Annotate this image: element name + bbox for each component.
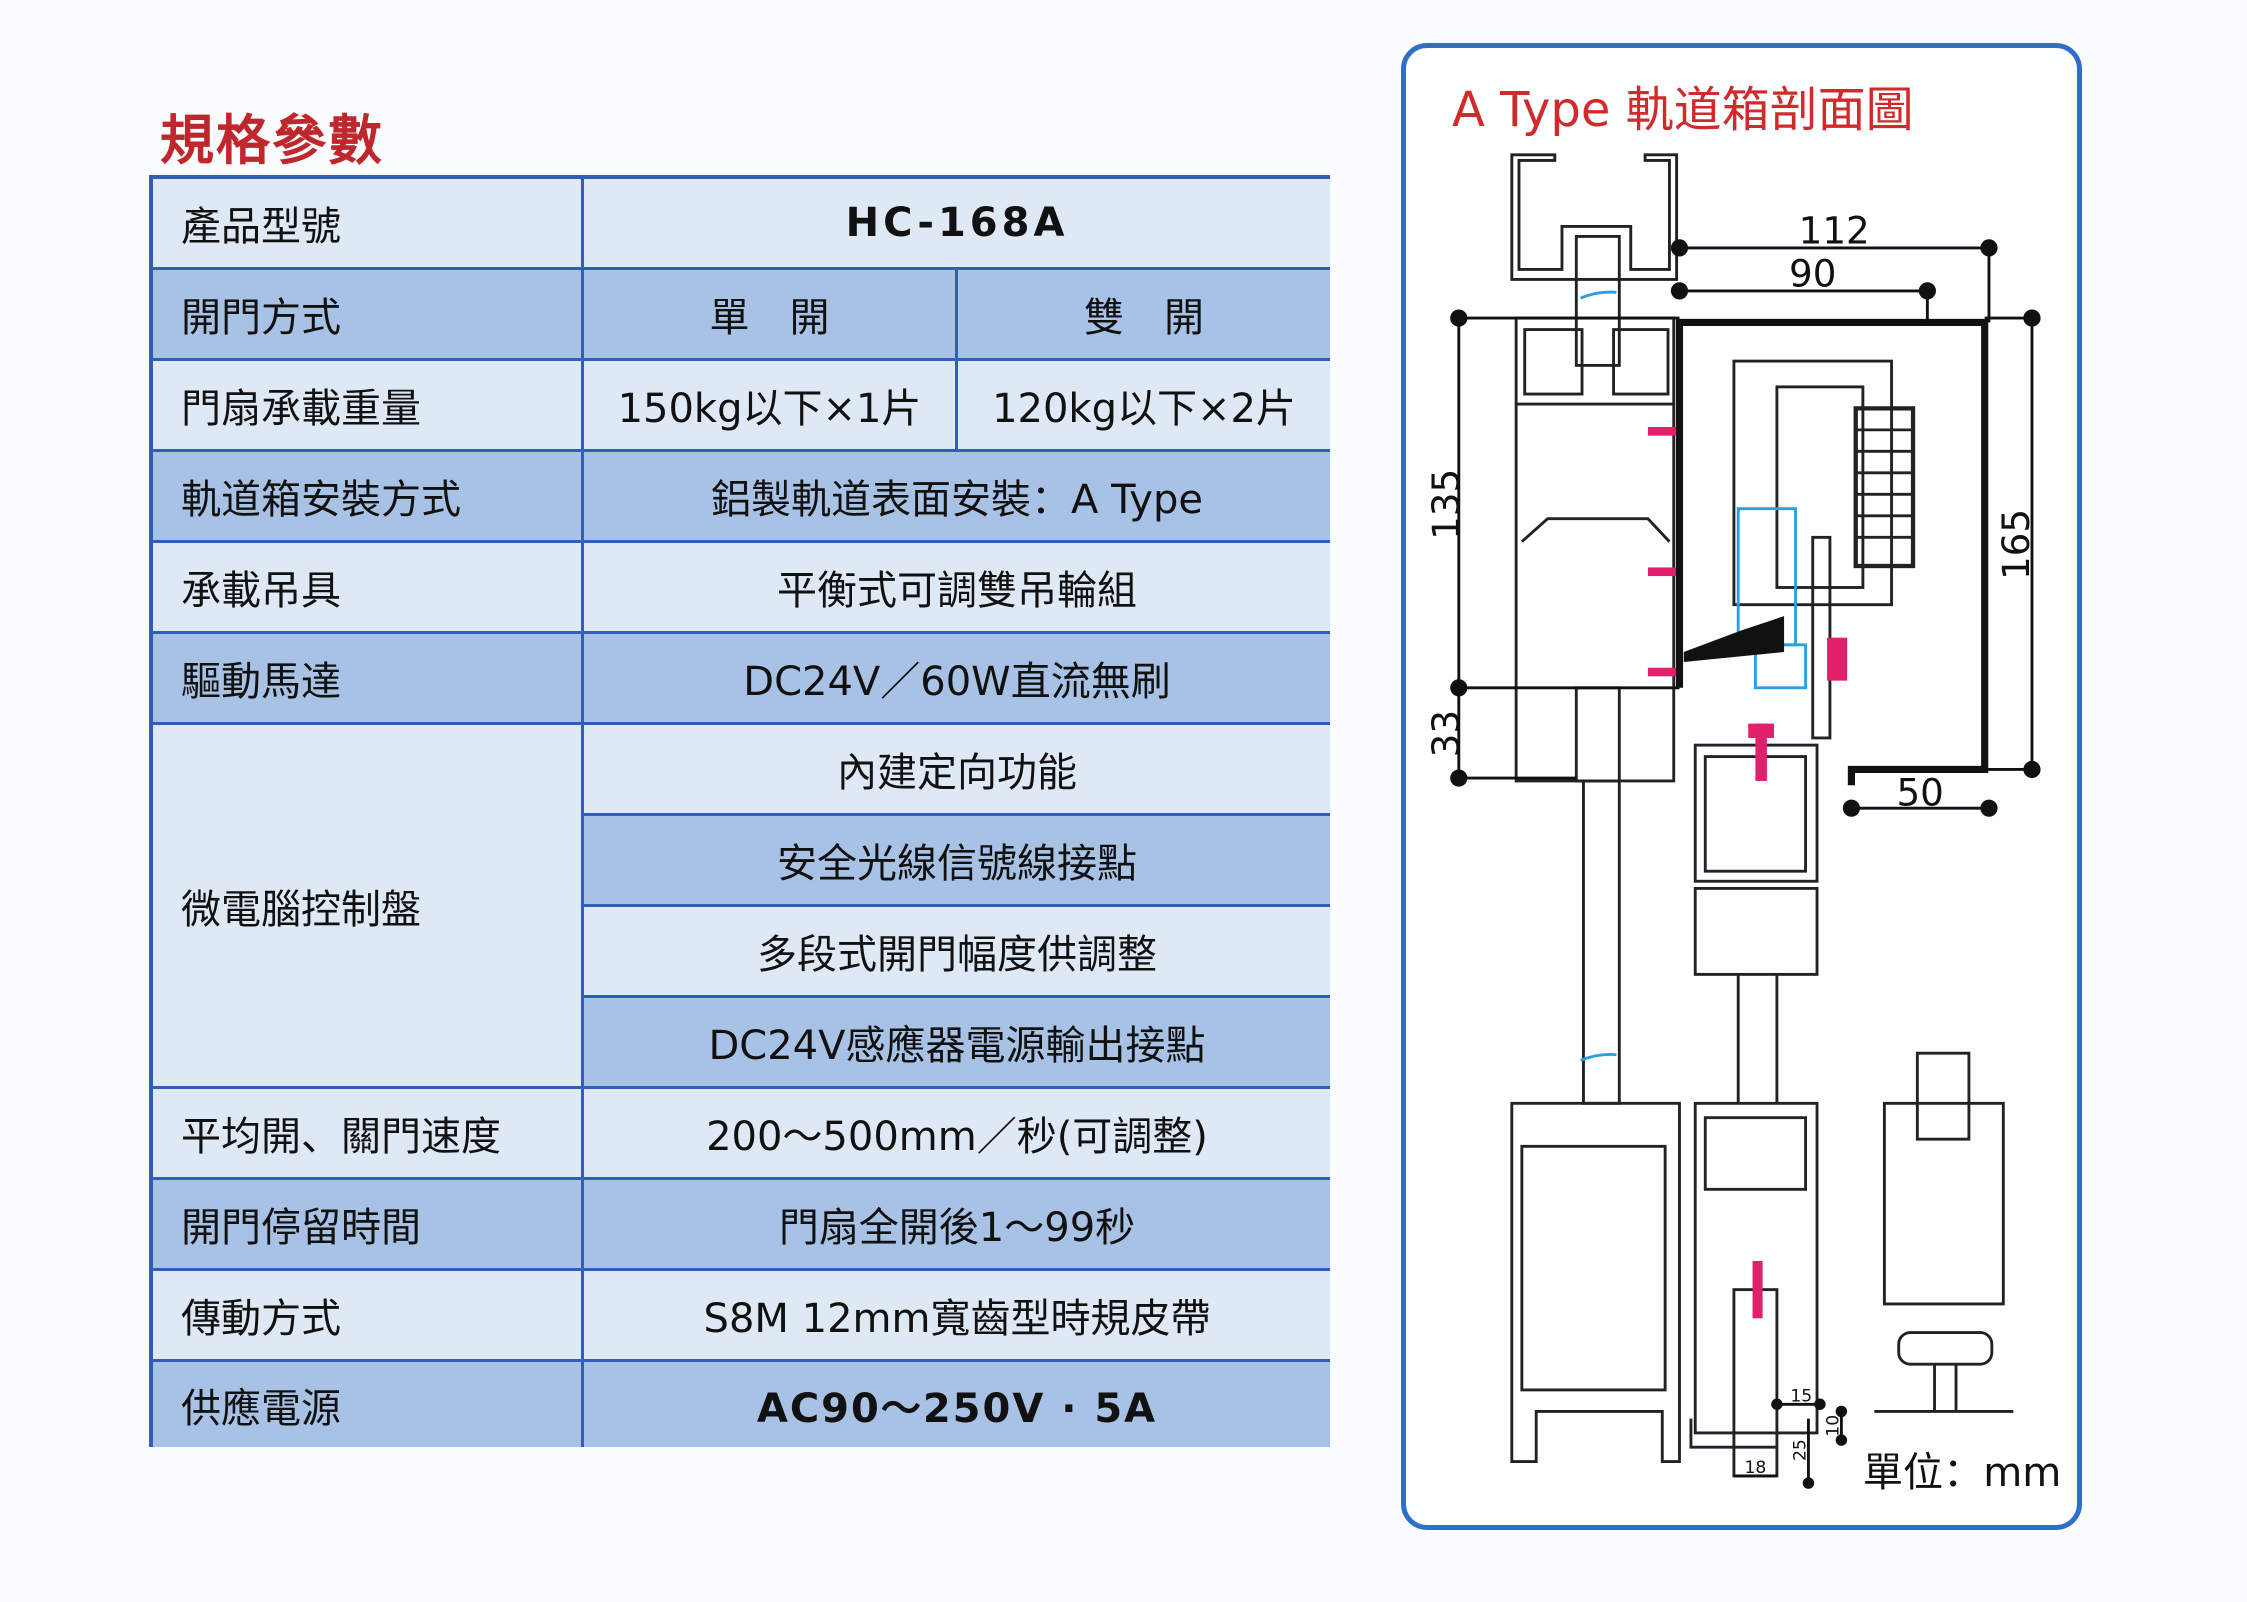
row-value-motor: DC24V／60W直流無刷	[584, 634, 1330, 725]
door-panel-right	[1882, 1101, 2005, 1306]
row-value-speed: 200～500mm／秒(可調整)	[584, 1089, 1330, 1180]
dim-112: 112	[1799, 209, 1870, 253]
spec-table: 產品型號 HC-168A 開門方式 單 開 雙 開 門扇承載重量 150kg以下…	[149, 175, 1330, 1447]
row-value-single: 單 開	[584, 270, 958, 361]
dim-33: 33	[1424, 710, 1468, 757]
row-value-double: 雙 開	[958, 270, 1330, 361]
row-label-hanger: 承載吊具	[153, 543, 584, 634]
top-channel-profile	[1510, 153, 1679, 281]
row-label-hold-time: 開門停留時間	[153, 1180, 584, 1271]
row-label-model: 產品型號	[153, 179, 584, 270]
row-value-load-single: 150kg以下×1片	[584, 361, 958, 452]
dim-25: 25	[1791, 1439, 1811, 1461]
row-value-power: AC90～250V · 5A	[584, 1362, 1330, 1447]
row-value-controller-3: 多段式開門幅度供調整	[584, 907, 1330, 998]
row-label-power: 供應電源	[153, 1362, 584, 1447]
dim-18: 18	[1744, 1458, 1766, 1478]
bottom-frame-profile	[1510, 1101, 1681, 1464]
pulley-icon	[1853, 406, 1916, 569]
row-label-motor: 驅動馬達	[153, 634, 584, 725]
section-title: 規格參數	[160, 109, 384, 172]
dim-50: 50	[1896, 770, 1943, 814]
dim-165: 165	[1994, 509, 2038, 580]
diagram-title: A Type 軌道箱剖面圖	[1452, 82, 1914, 138]
row-label-controller: 微電腦控制盤	[153, 725, 584, 1089]
door-frame-profile	[1514, 316, 1676, 783]
row-label-drive: 傳動方式	[153, 1271, 584, 1362]
unit-label: 單位：mm	[1863, 1450, 2061, 1496]
row-label-load: 門扇承載重量	[153, 361, 584, 452]
dim-135: 135	[1424, 469, 1468, 540]
row-label-speed: 平均開、關門速度	[153, 1089, 584, 1180]
dim-90: 90	[1789, 252, 1836, 296]
track-box-outline	[1675, 318, 1989, 786]
dim-10: 10	[1824, 1415, 1844, 1437]
row-value-controller-2: 安全光線信號線接點	[584, 816, 1330, 907]
row-value-drive: S8M 12mm寬齒型時規皮帶	[584, 1271, 1330, 1362]
row-value-hold-time: 門扇全開後1～99秒	[584, 1180, 1330, 1271]
row-label-open-type: 開門方式	[153, 270, 584, 361]
row-value-hanger: 平衡式可調雙吊輪組	[584, 543, 1330, 634]
row-value-load-double: 120kg以下×2片	[958, 361, 1330, 452]
dim-15: 15	[1790, 1386, 1812, 1406]
row-value-model: HC-168A	[584, 179, 1330, 270]
row-value-controller-4: DC24V感應器電源輸出接點	[584, 998, 1330, 1089]
row-value-install: 鋁製軌道表面安裝：A Type	[584, 452, 1330, 543]
row-value-controller-1: 內建定向功能	[584, 725, 1330, 816]
row-label-install: 軌道箱安裝方式	[153, 452, 584, 543]
